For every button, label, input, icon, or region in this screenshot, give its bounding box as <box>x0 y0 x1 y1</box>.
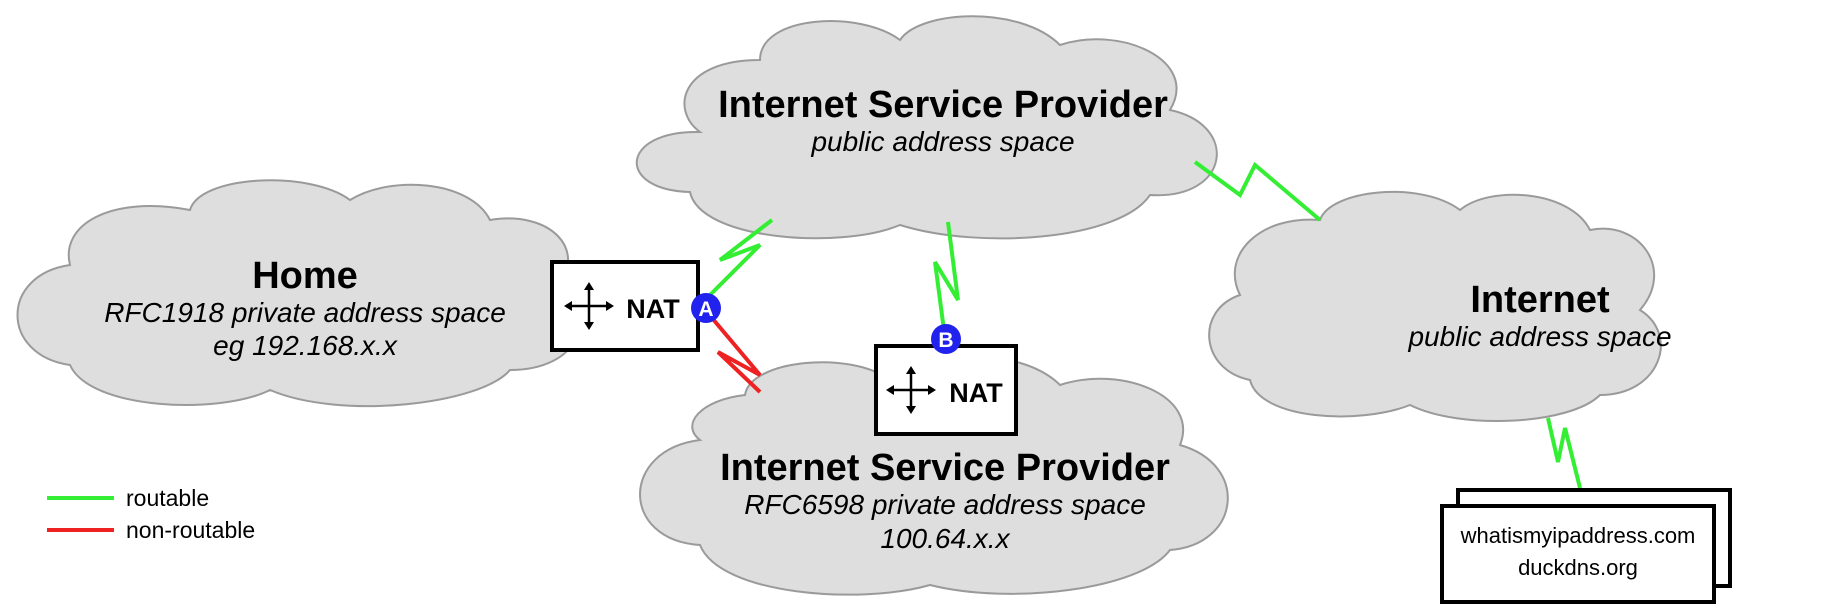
link-internet-to-websites <box>1546 417 1582 489</box>
badge-b: B <box>931 324 961 354</box>
nat-isp-label: NAT <box>949 378 1003 408</box>
cloud-isp-cgnat: Internet Service Provider RFC6598 privat… <box>639 355 1229 596</box>
nat-home-label: NAT <box>626 294 680 324</box>
cloud-internet: Internet public address space <box>1208 190 1672 422</box>
link-isp-public-to-nat-b <box>933 221 960 339</box>
internet-title: Internet <box>1470 279 1610 321</box>
home-title: Home <box>252 255 358 297</box>
websites-stack: whatismyipaddress.com duckdns.org <box>1440 488 1732 604</box>
home-subtitle-2: eg 192.168.x.x <box>213 330 398 361</box>
four-way-arrows-icon <box>564 282 614 330</box>
internet-subtitle: public address space <box>1407 321 1671 352</box>
isp-cgnat-subtitle: RFC6598 private address space <box>744 489 1146 520</box>
links <box>708 160 1582 489</box>
link-nat-a-to-isp-cgnat <box>710 316 762 394</box>
four-way-arrows-icon <box>886 366 936 414</box>
legend: routable non-routable <box>47 485 255 543</box>
cloud-isp-public: Internet Service Provider public address… <box>635 15 1218 240</box>
website-duckdns: duckdns.org <box>1518 555 1638 580</box>
cloud-home: Home RFC1918 private address space eg 19… <box>16 179 581 408</box>
badge-a: A <box>691 293 721 323</box>
isp-public-title: Internet Service Provider <box>718 84 1168 126</box>
home-subtitle: RFC1918 private address space <box>104 297 506 328</box>
isp-cgnat-subtitle-2: 100.64.x.x <box>880 523 1010 554</box>
badge-a-label: A <box>698 298 713 321</box>
link-isp-public-to-internet <box>1193 160 1322 222</box>
website-whatismyipaddress: whatismyipaddress.com <box>1460 523 1696 548</box>
link-nat-a-to-isp-public <box>708 218 774 297</box>
nat-box-home: NAT A <box>550 260 721 352</box>
isp-cgnat-title: Internet Service Provider <box>720 447 1170 489</box>
isp-public-subtitle: public address space <box>810 126 1074 157</box>
badge-b-label: B <box>938 329 953 352</box>
legend-routable-label: routable <box>126 485 209 511</box>
legend-non-routable-label: non-routable <box>126 517 255 543</box>
nat-box-isp: NAT B <box>874 324 1018 436</box>
